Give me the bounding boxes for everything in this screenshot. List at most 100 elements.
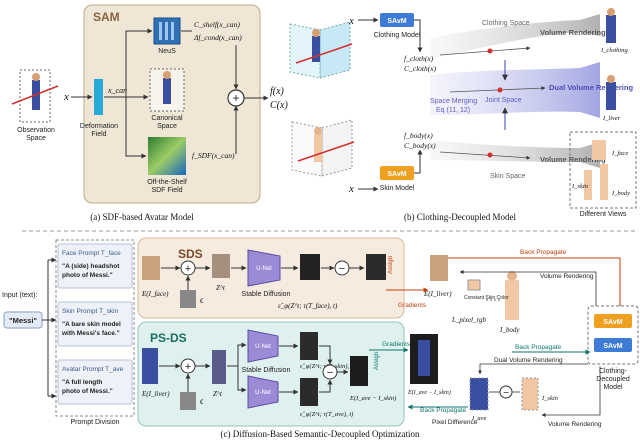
volume-rendering-c2: Volume Rendering (548, 421, 602, 428)
psds-stable-diffusion: Stable Diffusion (242, 367, 291, 374)
psds-sub-symbol: − (327, 367, 333, 379)
psds-e-liver: E(I_liver) (141, 390, 170, 398)
dual-volume-rendering: Dual Volume Rendering (549, 83, 633, 92)
i-body-c: I_body (499, 326, 520, 334)
psds-right-e: E(I_ave − I_skin) (407, 389, 451, 396)
psds-gradient-image (350, 356, 368, 386)
sds-face-image (142, 256, 160, 280)
psds-unet-1 (247, 329, 279, 363)
back-propagate-mid: Back Propagate (515, 344, 562, 351)
skin-prompt-title: Skin Prompt T_skin (62, 308, 119, 315)
sds-stable-diffusion: Stable Diffusion (242, 291, 291, 298)
prompt-division-box (55, 239, 135, 417)
face-prompt-line2: photo of Messi." (62, 272, 113, 279)
l-pixel-label: L_pixel_rgb (451, 316, 486, 324)
sds-unet (247, 249, 281, 287)
face-prompt-card: Face Prompt T_face "A (side) headshot ph… (57, 243, 133, 289)
psds-zt-label: Z^t (213, 390, 223, 398)
observation-label-2: Space (26, 135, 46, 142)
body-render (505, 280, 519, 320)
skin-flow (430, 140, 600, 168)
skin-render (521, 377, 539, 411)
pixel-diff-symbol: − (503, 388, 509, 399)
skin-model-label: Skin Model (380, 185, 415, 192)
c-body-label: C_body(x) (404, 141, 436, 150)
psds-unet-2 (247, 375, 279, 409)
f-body-label: f_body(x) (404, 131, 433, 140)
c-shelf-label: C_shelf(x_can) (194, 20, 240, 29)
sam-title: SAM (93, 10, 120, 24)
space-merging-label: Space Merging (430, 98, 477, 105)
volume-rendering-top: Volume Rendering (540, 28, 606, 37)
avatar-prompt-line2: photo of Messi." (62, 388, 113, 395)
render-liver (606, 82, 616, 110)
back-propagate-top-label: Back Propagate (520, 249, 567, 256)
i-face-label: I_face (611, 150, 628, 157)
sds-title: SDS (178, 247, 203, 261)
psds-title: PS-DS (150, 331, 187, 345)
savm-clothing-label: SAvM (387, 18, 406, 25)
back-propagate-bottom: Back Propagate (420, 407, 467, 414)
x-symbol-b2: x (348, 183, 354, 195)
f-sdf-label: f_SDF(x_can) (192, 151, 235, 160)
psds-zt-image (212, 350, 226, 384)
clothing-input-cube (289, 21, 353, 79)
sds-eps-face: ε̂_φ(Z^t; τ(T_face), t) (278, 302, 338, 310)
savm-skin-label: SAvM (387, 171, 406, 178)
psds-e-diff: E(I_ave − I_skin) (349, 395, 396, 402)
i-skin-label-b: I_skin (571, 183, 588, 190)
prompt-division-label: Prompt Division (70, 419, 119, 426)
psds-pred-1 (300, 332, 318, 360)
volume-rendering-top-c (459, 270, 597, 318)
psds-unet-1-label: U-Net (255, 344, 271, 350)
psds-add-symbol: + (185, 361, 191, 373)
sds-unet-label: U-Net (256, 266, 272, 272)
clothing-flow (430, 14, 600, 58)
savm-orange-label: SAvM (603, 319, 622, 326)
observation-space (11, 69, 59, 123)
neus-label: NeuS (158, 48, 176, 55)
c-out-label: C(x) (270, 100, 288, 111)
sds-gradient-image (366, 254, 386, 280)
psds-unet-2-label: U-Net (255, 390, 271, 396)
render-clothing (606, 15, 616, 43)
avatar-prompt-card: Avatar Prompt T_ave "A full length photo… (57, 359, 133, 405)
skin-input-cube (291, 119, 355, 177)
cdm-label-3: Model (603, 384, 623, 391)
cdm-label-1: Clothing- (599, 368, 628, 375)
psds-eps-ave: ε̂_φ(Z^t; τ(T_ave), t) (300, 411, 353, 418)
clothing-space-label: Clothing Space (482, 20, 530, 27)
face-prompt-title: Face Prompt T_face (62, 250, 121, 257)
joint-space-label: Joint Space (485, 97, 522, 104)
avatar-prompt-title: Avatar Prompt T_ave (62, 366, 124, 373)
psds-box (137, 321, 405, 427)
sds-add-symbol: + (185, 263, 191, 275)
caption-a: (a) SDF-based Avatar Model (90, 212, 194, 222)
x-can-label: x_can (107, 86, 127, 95)
sds-noise (180, 290, 196, 308)
canonical-label-2: Space (157, 123, 177, 130)
input-label: Input (text): (2, 292, 37, 299)
psds-pred-2 (300, 378, 318, 406)
constant-skin-swatch (467, 279, 481, 291)
sds-assign: Assign (388, 256, 394, 274)
canonical-space (149, 68, 185, 112)
target-face-image (430, 255, 448, 281)
volume-rendering-bottom: Volume Rendering (540, 155, 606, 164)
psds-eps: ϵ (200, 396, 204, 406)
x-symbol-a: x (63, 91, 69, 103)
back-propagate-top (448, 257, 623, 311)
pixel-difference: Pixel Difference (432, 419, 478, 426)
different-views-label: Different Views (580, 211, 627, 218)
i-liver-label: I_liver (602, 115, 621, 122)
i-clothing-label: I_clothing (600, 47, 628, 54)
i-body-label: I_body (611, 190, 630, 197)
sds-noise-pred (300, 254, 320, 280)
panel-a: SAM Observation Space x Deformation Fiel… (11, 4, 288, 222)
space-merging-eq: Eq (11, 12) (436, 107, 470, 114)
savm-skin-block (380, 166, 414, 180)
skin-prompt-line2: with Messi's face." (61, 330, 120, 337)
sds-eps: ϵ (200, 295, 204, 305)
sds-sub-symbol: − (339, 263, 345, 275)
